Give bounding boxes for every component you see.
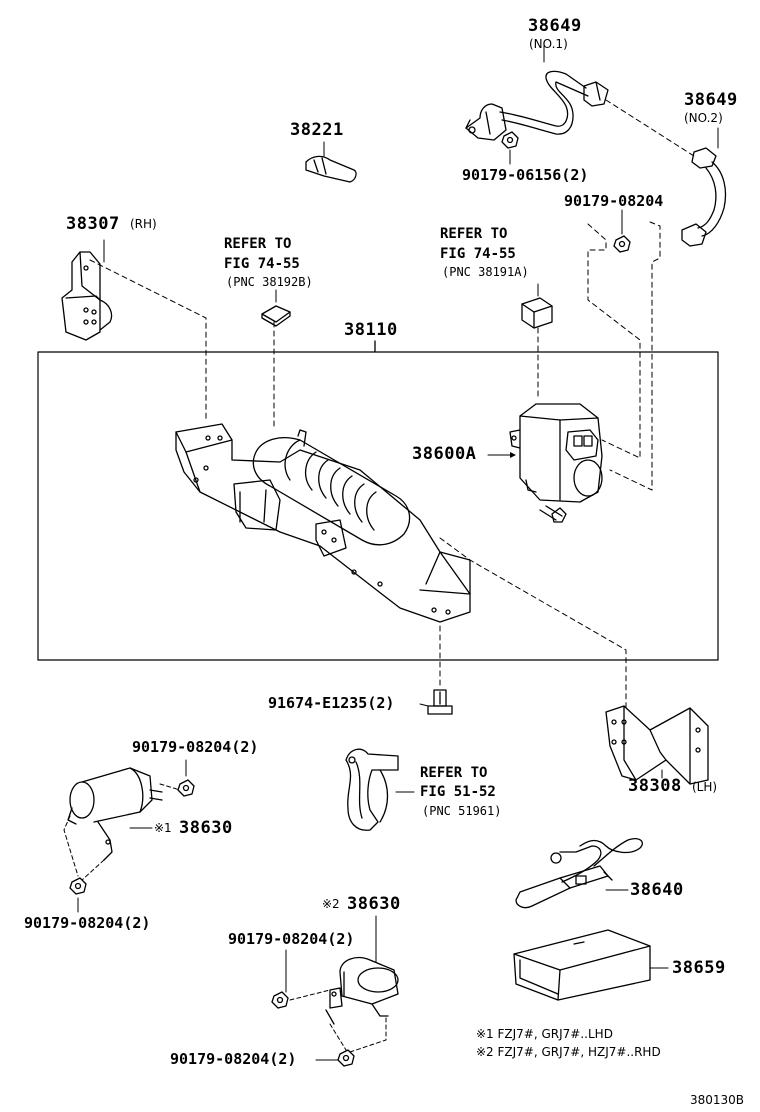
ref1-line2: FIG 74-55 — [224, 256, 300, 272]
filter-38630-1-drawing — [67, 767, 163, 861]
nut-06156 — [501, 131, 519, 165]
part-90179-d-number: 90179-08204(2) — [170, 1050, 297, 1068]
part-38649-no1-number: 38649 — [528, 16, 582, 36]
part-38649-no1-note: (NO.1) — [529, 37, 568, 51]
part-38307-number: 38307 — [66, 214, 120, 234]
footnote-1: ※1 FZJ7#, GRJ7#..LHD — [476, 1027, 613, 1041]
ref2-line2: FIG 74-55 — [440, 246, 516, 262]
part-38600A-number: 38600A — [412, 444, 477, 464]
clip-38221-drawing — [305, 141, 357, 183]
nut-08204-top — [613, 209, 631, 253]
bracket-38307-drawing — [61, 239, 113, 341]
part-91674-number: 91674-E1235(2) — [268, 694, 395, 712]
solenoid-38600A-drawing — [509, 403, 603, 523]
ref1-line3: (PNC 38192B) — [226, 275, 313, 289]
part-38308-note: (LH) — [692, 780, 718, 794]
part-38307-note: (RH) — [130, 217, 157, 231]
ref2-line3: (PNC 38191A) — [442, 265, 529, 279]
clamp-51961-drawing — [345, 748, 415, 831]
nut-c-drawing — [271, 991, 289, 1009]
footnote-2: ※2 FZJ7#, GRJ7#, HZJ7#..RHD — [476, 1045, 661, 1059]
part-90179-08204-top-number: 90179-08204 — [564, 192, 664, 210]
part-38221-number: 38221 — [290, 120, 344, 140]
nut-a-drawing — [177, 779, 195, 797]
part-90179-a-number: 90179-08204(2) — [132, 738, 259, 756]
ref2-line1: REFER TO — [440, 226, 508, 242]
part-38640-number: 38640 — [630, 880, 684, 900]
ref3-line2: FIG 51-52 — [420, 784, 496, 800]
part-38110-number: 38110 — [344, 320, 398, 340]
part-38649-no2-number: 38649 — [684, 90, 738, 110]
part-38630-2-mark: ※2 — [322, 897, 340, 911]
harness-no2-drawing — [681, 127, 727, 247]
part-90179-c-number: 90179-08204(2) — [228, 930, 355, 948]
part-38630-1-number: 38630 — [179, 818, 233, 838]
ref3-line1: REFER TO — [420, 765, 488, 781]
part-38630-1-mark: ※1 — [154, 821, 172, 835]
part-90179-b-number: 90179-08204(2) — [24, 914, 151, 932]
nut-d-drawing — [337, 1049, 355, 1067]
part-38649-no2-note: (NO.2) — [684, 111, 723, 125]
part-38308-number: 38308 — [628, 776, 682, 796]
figure-id: 380130B — [690, 1093, 745, 1107]
cord-38640-drawing — [515, 838, 643, 909]
assembly-box — [37, 351, 719, 661]
part-90179-06156-number: 90179-06156(2) — [462, 166, 589, 184]
grommet-ref2-drawing — [521, 297, 553, 329]
bracket-38308-drawing — [605, 705, 709, 785]
part-38630-2-number: 38630 — [347, 894, 401, 914]
ref1-line1: REFER TO — [224, 236, 292, 252]
nut-b-drawing — [69, 877, 87, 895]
filter-38630-2-drawing — [325, 957, 399, 1025]
bag-38659-drawing — [513, 929, 669, 1001]
harness-no1-drawing — [465, 70, 609, 141]
ref3-line3: (PNC 51961) — [422, 804, 502, 818]
compressor-assembly-drawing — [175, 423, 471, 623]
grommet-ref1-drawing — [261, 305, 291, 327]
part-38659-number: 38659 — [672, 958, 726, 978]
bolt-91674-drawing — [427, 689, 453, 715]
